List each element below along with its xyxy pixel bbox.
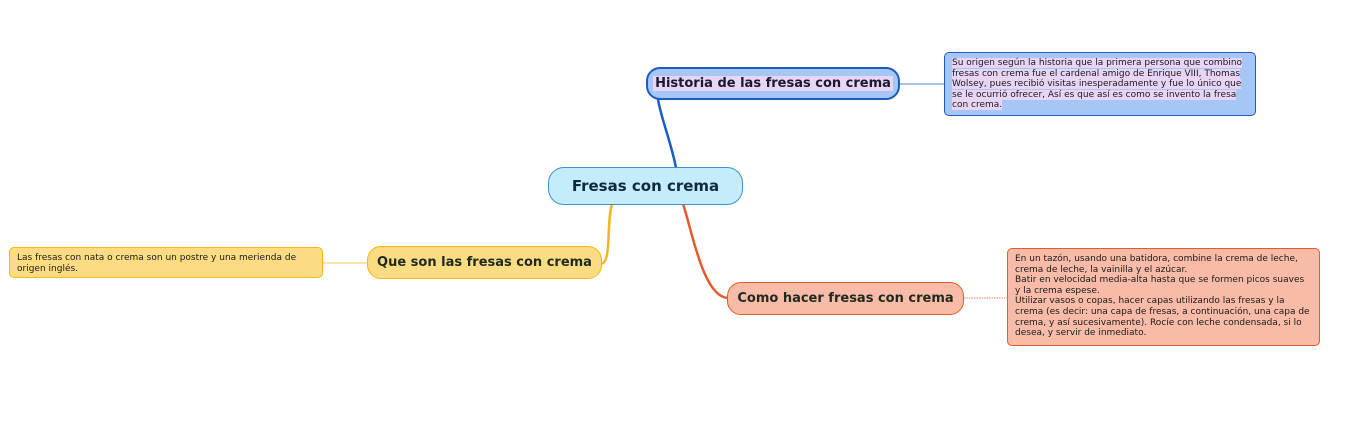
branch-historia-label: Historia de las fresas con crema	[653, 76, 893, 91]
note-como-hacer[interactable]: En un tazón, usando una batidora, combin…	[1007, 248, 1320, 346]
note-que-son[interactable]: Las fresas con nata o crema son un postr…	[9, 247, 323, 278]
note-historia-text: Su origen según la historia que la prime…	[952, 58, 1243, 111]
branch-como-hacer-label: Como hacer fresas con crema	[737, 291, 954, 306]
note-que-son-text: Las fresas con nata o crema son un postr…	[17, 253, 297, 274]
branch-que-son-label: Que son las fresas con crema	[377, 255, 592, 270]
note-historia[interactable]: Su origen según la historia que la prime…	[944, 52, 1256, 116]
branch-que-son[interactable]: Que son las fresas con crema	[367, 246, 602, 279]
branch-historia[interactable]: Historia de las fresas con crema	[646, 67, 900, 100]
note-como-hacer-line: En un tazón, usando una batidora, combin…	[1015, 254, 1298, 275]
central-topic[interactable]: Fresas con crema	[548, 167, 743, 205]
central-topic-label: Fresas con crema	[571, 177, 720, 195]
connector-historia	[656, 98, 678, 169]
connector-como	[681, 203, 729, 300]
note-como-hacer-line: Batir en velocidad media-alta hasta que …	[1015, 275, 1305, 296]
note-como-hacer-line: Utilizar vasos o copas, hacer capas util…	[1015, 296, 1310, 339]
branch-como-hacer[interactable]: Como hacer fresas con crema	[727, 282, 964, 315]
connector-que	[600, 203, 614, 266]
